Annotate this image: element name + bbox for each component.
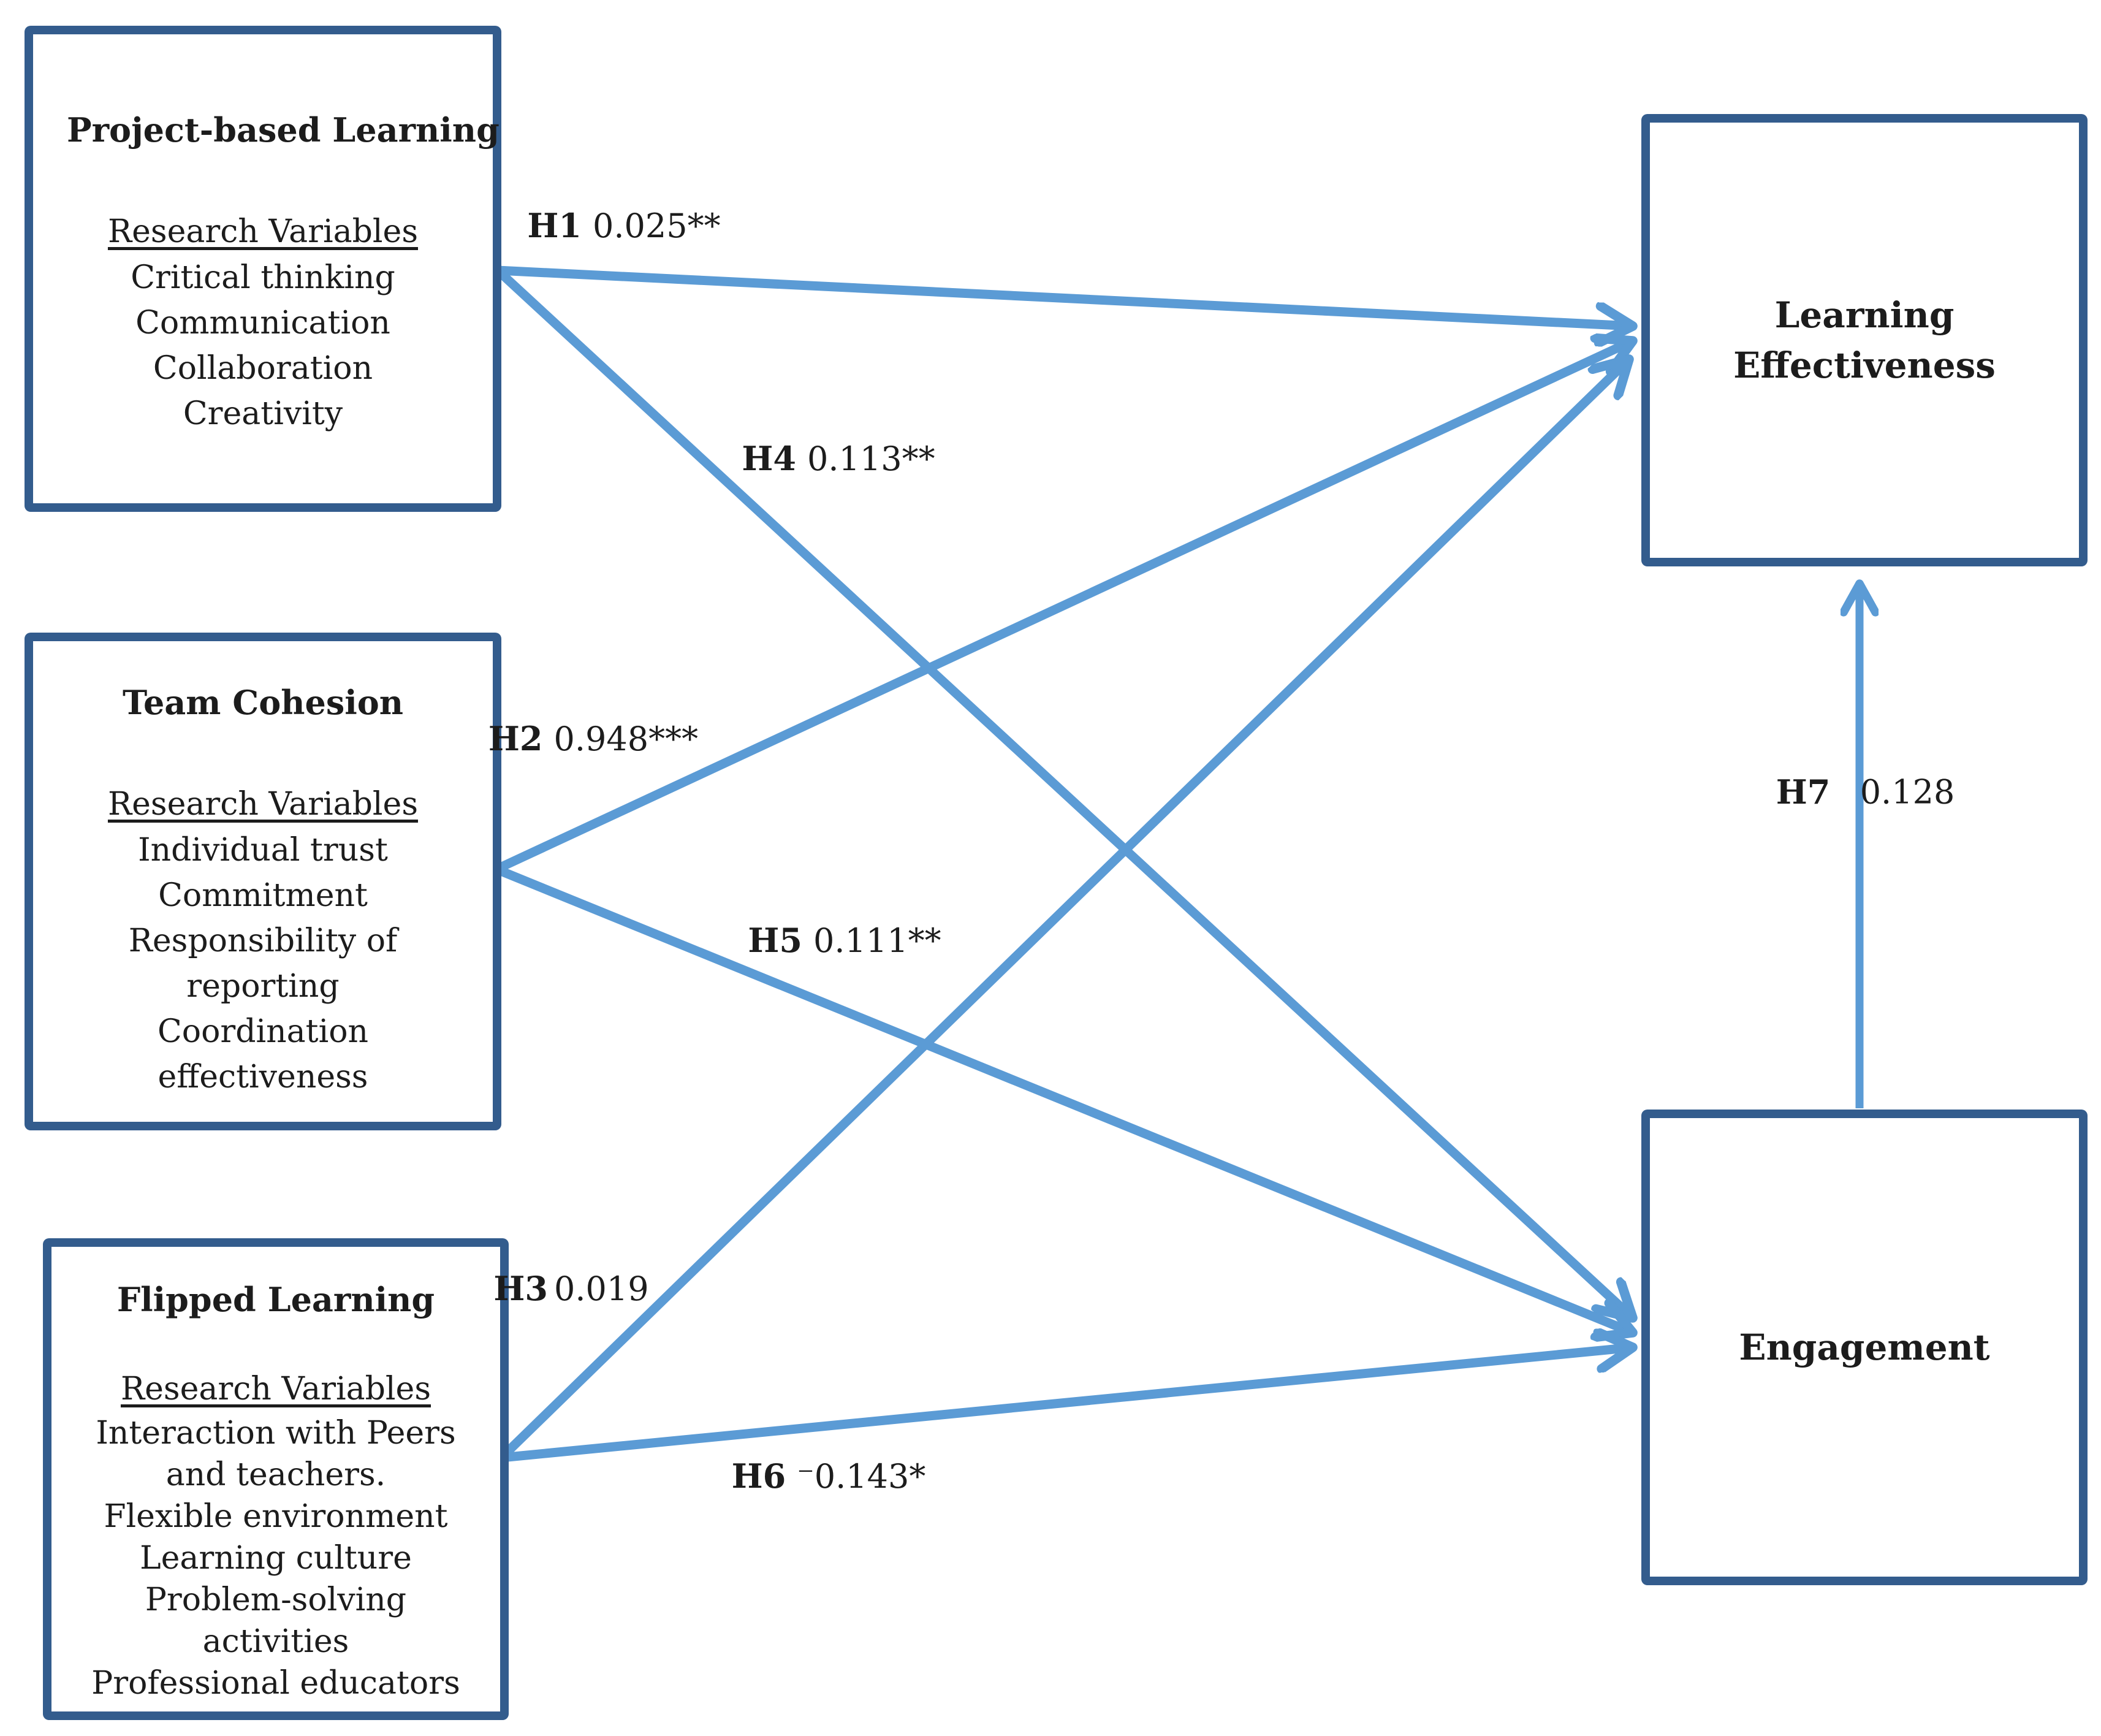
variable-item: Creativity	[183, 395, 343, 432]
variable-item: Responsibility of reporting	[128, 923, 398, 1005]
box-learning-effectiveness: Learning Effectiveness	[1641, 114, 2088, 566]
box-title: Learning Effectiveness	[1733, 294, 1996, 386]
hypothesis-id: H2	[488, 719, 543, 758]
hypothesis-id: H3	[493, 1269, 548, 1308]
box-title: Team Cohesion	[122, 683, 404, 722]
label-h2: H2 0.948***	[488, 719, 698, 758]
label-h5: H5 0.111**	[748, 921, 941, 960]
box-title: Flipped Learning	[116, 1280, 435, 1319]
box-engagement: Engagement	[1641, 1110, 2088, 1585]
spacer	[67, 153, 459, 208]
variable-item: Flexible environment	[104, 1498, 448, 1535]
arrow-h6	[501, 1347, 1633, 1463]
label-h4: H4 0.113**	[742, 439, 935, 478]
label-h7-value: 0.128	[1860, 773, 1955, 812]
path-coefficient: 0.025**	[593, 207, 721, 245]
variable-item: Learning culture	[140, 1540, 412, 1577]
path-coefficient: 0.111**	[813, 921, 941, 960]
box-team-cohesion: Team Cohesion Research Variables Individ…	[25, 633, 501, 1130]
variable-item: Commitment	[158, 877, 368, 914]
arrow-h3	[498, 359, 1629, 1461]
arrow-h2	[494, 341, 1633, 874]
variable-item: Coordination effectiveness	[158, 1013, 368, 1095]
path-coefficient: 0.113**	[807, 440, 935, 478]
path-coefficient: 0.948***	[553, 720, 699, 758]
arrow-h1	[497, 265, 1633, 326]
variable-item: Professional educators	[91, 1665, 460, 1702]
arrow-h5	[495, 865, 1633, 1333]
label-h7: H7	[1776, 772, 1831, 812]
research-variables-heading: Research Variables	[120, 1371, 431, 1407]
box-title: Engagement	[1739, 1327, 1990, 1368]
label-h1: H1 0.025**	[527, 206, 720, 245]
variable-item: Critical thinking	[131, 259, 395, 296]
research-variables-heading: Research Variables	[107, 213, 419, 250]
spacer	[67, 726, 459, 781]
variable-item: Communication	[135, 305, 390, 341]
spacer	[85, 1323, 466, 1366]
variable-item: Problem-solving activities	[145, 1582, 407, 1660]
arrow-h4	[494, 267, 1633, 1318]
path-coefficient: ⁻0.143*	[797, 1457, 926, 1496]
path-coefficient: 0.128	[1860, 772, 1955, 812]
box-title: Project-based Learning	[67, 110, 500, 150]
hypothesis-id: H7	[1776, 772, 1831, 812]
variable-item: Interaction with Peers and teachers.	[96, 1415, 456, 1493]
hypothesis-id: H6	[731, 1456, 786, 1496]
research-variables-heading: Research Variables	[107, 786, 419, 823]
hypothesis-id: H1	[527, 206, 582, 245]
variable-item: Individual trust	[138, 832, 388, 869]
hypothesis-id: H5	[748, 921, 802, 960]
label-h6: H6 ⁻0.143*	[732, 1456, 926, 1496]
variable-item: Collaboration	[153, 350, 373, 387]
hypothesis-id: H4	[742, 439, 796, 478]
box-flipped-learning: Flipped Learning Research Variables Inte…	[43, 1238, 509, 1720]
path-coefficient: 0.019	[554, 1270, 649, 1308]
box-project-based-learning: Project-based Learning Research Variable…	[25, 26, 501, 512]
